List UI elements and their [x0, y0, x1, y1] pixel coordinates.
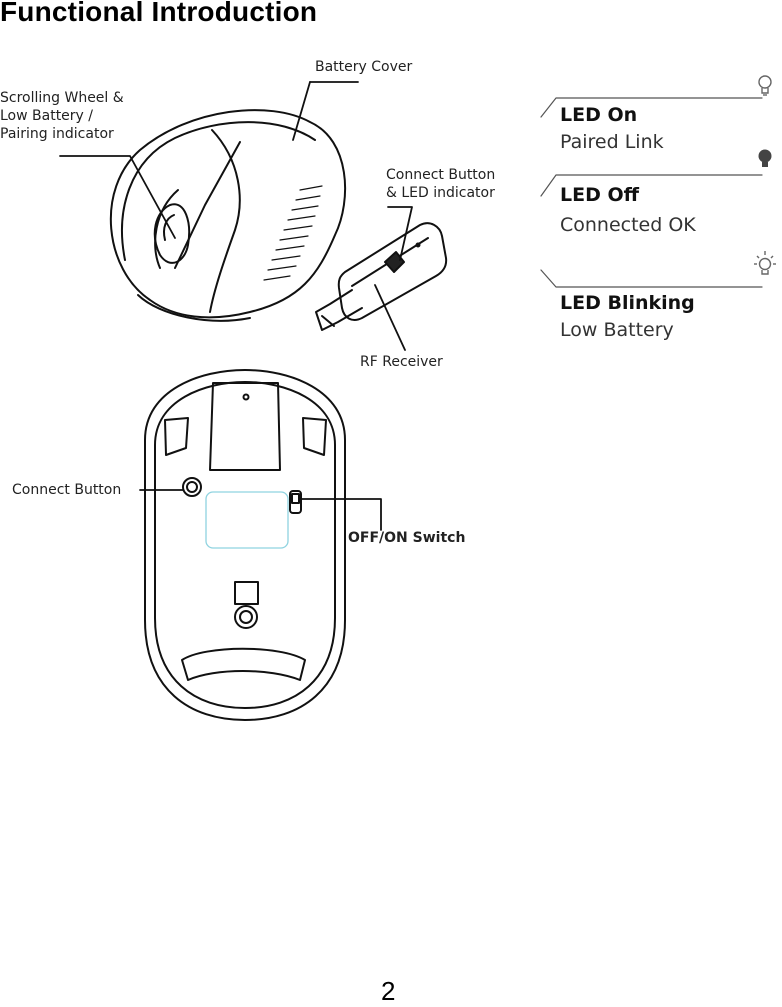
bulb-lit-icon [758, 75, 772, 96]
mouse-top-view [109, 109, 346, 322]
page-title: Functional Introduction [0, 0, 318, 27]
led-off-state: LED Off [560, 184, 640, 206]
connect-button-label: Connect Button [12, 482, 122, 498]
led-off-meaning: Connected OK [560, 214, 696, 236]
led-on-meaning: Paired Link [560, 131, 664, 153]
bulb-blinking-icon [754, 251, 776, 275]
rf-receiver-drawing [315, 222, 448, 331]
scrolling-wheel-label: Scrolling Wheel & Low Battery / Pairing … [0, 90, 124, 142]
led-blinking-state: LED Blinking [560, 292, 695, 314]
led-on-state: LED On [560, 104, 638, 126]
bulb-off-icon [758, 149, 772, 167]
battery-cover-label: Battery Cover [315, 59, 413, 75]
connect-button-led-label: Connect Button & LED indicator [386, 167, 496, 201]
off-on-switch-label: OFF/ON Switch [348, 530, 466, 546]
rf-receiver-label: RF Receiver [360, 354, 443, 370]
label-panel [205, 491, 289, 549]
page-number: 2 [381, 976, 396, 1006]
mouse-bottom-view [144, 369, 346, 721]
led-blinking-meaning: Low Battery [560, 319, 674, 341]
